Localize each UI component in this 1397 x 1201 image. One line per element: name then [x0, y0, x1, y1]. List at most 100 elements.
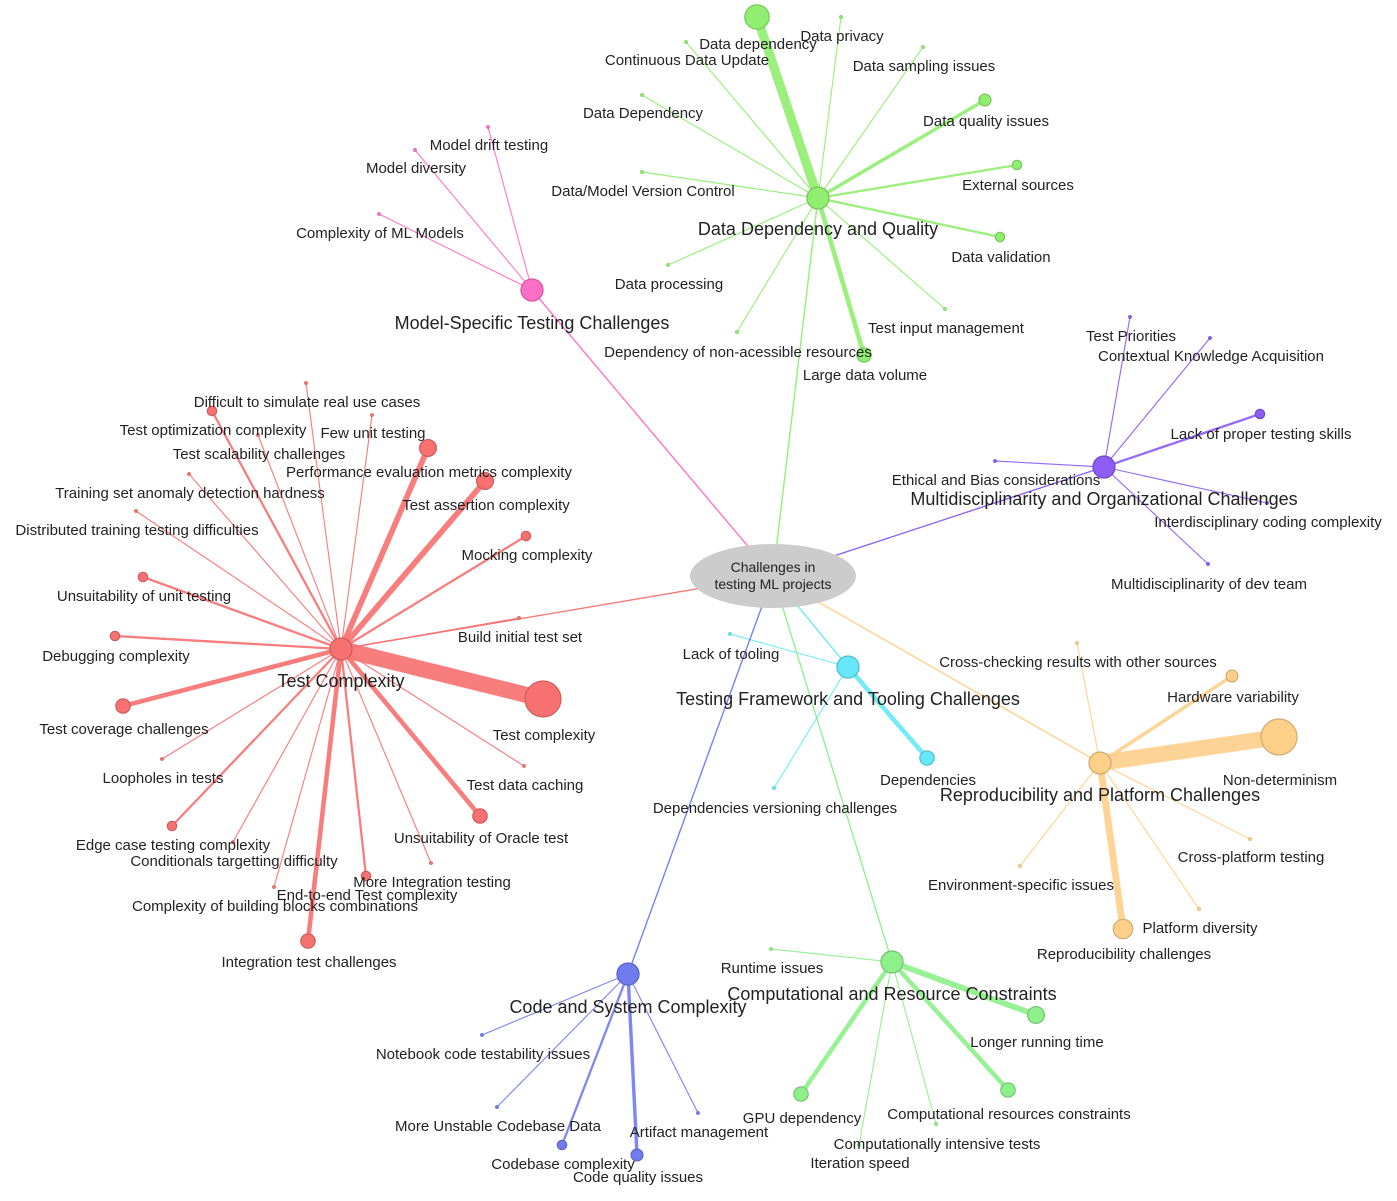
subtopic-node[interactable] — [735, 330, 739, 334]
subtopic-node[interactable] — [187, 472, 191, 476]
subtopic-node[interactable] — [1260, 718, 1298, 756]
subtopic-edge — [210, 409, 343, 651]
category-label-test: Test Complexity — [277, 671, 404, 691]
subtopic-label: Complexity of ML Models — [296, 225, 464, 242]
subtopic-node[interactable] — [377, 212, 381, 216]
category-node-repro[interactable] — [1088, 751, 1112, 775]
subtopic-node[interactable] — [994, 231, 1006, 243]
subtopic-label: Data sampling issues — [853, 58, 996, 75]
subtopic-node[interactable] — [300, 933, 316, 949]
category-node-data[interactable] — [806, 186, 830, 210]
subtopic-node[interactable] — [160, 757, 164, 761]
subtopic-node[interactable] — [304, 381, 308, 385]
subtopic-node[interactable] — [517, 616, 521, 620]
subtopic-node[interactable] — [109, 630, 121, 642]
subtopic-node[interactable] — [640, 170, 644, 174]
subtopic-node[interactable] — [1128, 315, 1132, 319]
category-node-tool[interactable] — [836, 655, 860, 679]
subtopic-node[interactable] — [1018, 864, 1022, 868]
subtopic-edge — [560, 972, 630, 1147]
subtopic-node[interactable] — [978, 93, 992, 107]
subtopic-node[interactable] — [630, 1148, 644, 1162]
subtopic-edge — [1103, 316, 1131, 468]
subtopic-node[interactable] — [772, 786, 776, 790]
subtopic-edge — [232, 648, 342, 843]
subtopic-node[interactable] — [1248, 837, 1252, 841]
subtopic-node[interactable] — [486, 125, 490, 129]
subtopic-node[interactable] — [943, 307, 947, 311]
subtopic-node[interactable] — [495, 1105, 499, 1109]
subtopic-node[interactable] — [1206, 562, 1210, 566]
subtopic-node[interactable] — [520, 530, 532, 542]
subtopic-node[interactable] — [475, 471, 495, 491]
subtopic-node[interactable] — [919, 750, 935, 766]
subtopic-node[interactable] — [1075, 641, 1079, 645]
subtopic-node[interactable] — [231, 840, 235, 844]
subtopic-node[interactable] — [666, 263, 670, 267]
subtopic-node[interactable] — [696, 1111, 700, 1115]
subtopic-node[interactable] — [934, 1122, 938, 1126]
category-node-comp[interactable] — [880, 950, 904, 974]
subtopic-node[interactable] — [1254, 408, 1266, 420]
subtopic-label: Test input management — [868, 320, 1025, 337]
subtopic-node[interactable] — [1011, 159, 1023, 171]
subtopic-node[interactable] — [1026, 1005, 1046, 1025]
subtopic-node[interactable] — [728, 632, 732, 636]
subtopic-label: Unsuitability of unit testing — [57, 588, 231, 605]
subtopic-node[interactable] — [166, 820, 178, 832]
subtopic-label: Cross-checking results with other source… — [939, 654, 1217, 671]
subtopic-node[interactable] — [1197, 907, 1201, 911]
subtopic-label: Data/Model Version Control — [551, 183, 734, 200]
subtopic-label: Lack of proper testing skills — [1171, 426, 1352, 443]
category-node-test[interactable] — [329, 637, 353, 661]
subtopic-node[interactable] — [684, 40, 688, 44]
subtopic-label: Notebook code testability issues — [376, 1046, 590, 1063]
subtopic-edge — [305, 646, 344, 944]
subtopic-node[interactable] — [556, 1139, 568, 1151]
subtopic-edge — [1098, 674, 1234, 765]
subtopic-node[interactable] — [272, 885, 276, 889]
subtopic-node[interactable] — [993, 459, 997, 463]
subtopic-node[interactable] — [206, 405, 218, 417]
subtopic-node[interactable] — [360, 870, 372, 882]
subtopic-edge — [1103, 337, 1211, 468]
subtopic-node[interactable] — [744, 4, 770, 30]
subtopic-node[interactable] — [480, 1033, 484, 1037]
subtopic-node[interactable] — [769, 947, 773, 951]
subtopic-node[interactable] — [522, 764, 526, 768]
subtopic-node[interactable] — [137, 571, 149, 583]
category-node-model[interactable] — [520, 278, 544, 302]
subtopic-node[interactable] — [418, 438, 438, 458]
subtopic-node[interactable] — [1225, 669, 1239, 683]
subtopic-node[interactable] — [640, 93, 644, 97]
subtopic-node[interactable] — [524, 680, 562, 718]
subtopic-node[interactable] — [857, 1143, 861, 1147]
subtopic-label: GPU dependency — [743, 1110, 862, 1127]
subtopic-node[interactable] — [1112, 918, 1134, 940]
subtopic-node[interactable] — [256, 433, 260, 437]
category-node-multi[interactable] — [1092, 455, 1116, 479]
subtopic-node[interactable] — [1000, 1082, 1016, 1098]
subtopic-edge — [816, 163, 1019, 200]
center-node[interactable]: Challenges in testing ML projects — [690, 544, 856, 608]
subtopic-node[interactable] — [856, 347, 872, 363]
category-edge-repro — [772, 575, 1101, 764]
subtopic-edge — [339, 647, 368, 878]
subtopic-node[interactable] — [839, 15, 843, 19]
subtopic-node[interactable] — [115, 698, 131, 714]
subtopic-node[interactable] — [413, 148, 417, 152]
subtopic-node[interactable] — [1265, 501, 1269, 505]
category-edge-comp — [772, 575, 893, 963]
subtopic-node[interactable] — [921, 45, 925, 49]
center-ellipse[interactable] — [690, 544, 856, 608]
subtopic-label: Computational resources constraints — [887, 1106, 1130, 1123]
subtopic-node[interactable] — [370, 413, 374, 417]
subtopic-label: Data processing — [615, 276, 723, 293]
category-node-code[interactable] — [616, 962, 640, 986]
subtopic-node[interactable] — [429, 861, 433, 865]
subtopic-node[interactable] — [472, 808, 488, 824]
subtopic-node[interactable] — [134, 509, 138, 513]
subtopic-node[interactable] — [793, 1086, 809, 1102]
subtopic-node[interactable] — [1208, 336, 1212, 340]
subtopic-label: Conditionals targetting difficulty — [130, 853, 338, 870]
